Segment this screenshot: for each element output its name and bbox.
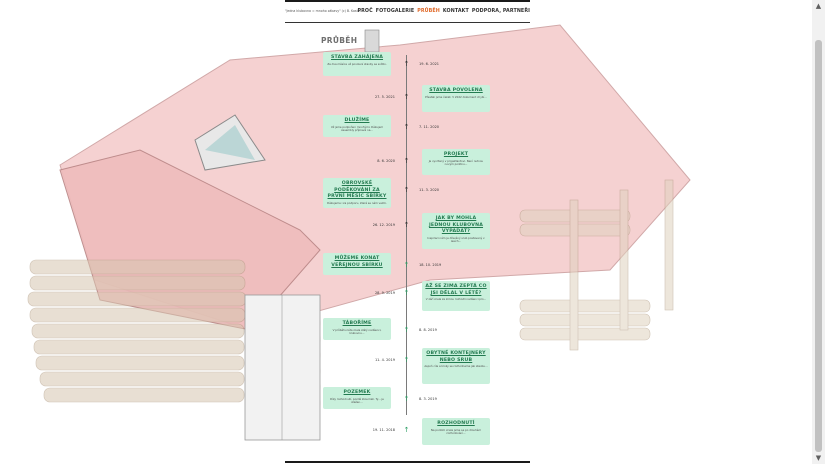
nav-item-prubeh[interactable]: PRŮBĚH	[417, 9, 440, 14]
timeline-date: 18. 10. 2019	[419, 263, 442, 267]
timeline-date: 8. 8. 2019	[419, 328, 437, 332]
timeline-card-text: Inspiraci nám je dřevěný srub postavený …	[427, 235, 485, 244]
timeline-date: 11. 3. 2020	[419, 188, 440, 192]
timeline-card-title[interactable]: POZEMEK	[343, 390, 371, 395]
timeline-date: 8. 6. 2020	[377, 159, 395, 163]
main-nav: PROČ FOTOGALERIE PRŮBĚH KONTAKT PODPORA,…	[358, 9, 531, 14]
arrow-up-icon: ↑	[403, 221, 410, 229]
timeline-card[interactable]: MŮŽEME KONAT VEŘEJNOU SBÍRKU	[323, 253, 391, 275]
scroll-thumb[interactable]	[815, 40, 822, 452]
arrow-up-icon: ↑	[403, 289, 410, 297]
top-divider	[285, 0, 530, 2]
timeline-card-title[interactable]: STAVBA ZAHÁJENA	[330, 55, 384, 60]
timeline-card-title[interactable]: PROJEKT	[443, 152, 469, 157]
brand-tagline: "Jedna klubovna = mnoho zábavy" (c) B. K…	[285, 9, 361, 13]
timeline-card-text: Přestali jsme čekat. V 2022 dokument chy…	[425, 94, 487, 99]
timeline-card-text: Za dva měsíce už povolení stavby se svít…	[327, 61, 387, 66]
timeline-card-title[interactable]: JAK BY MOHLA JEDNOU KLUBOVNA VYPADAT?	[428, 216, 484, 235]
vertical-scrollbar[interactable]: ▲ ▼	[812, 0, 825, 464]
timeline-card-text: V září zcela za zimou rozhodli nadšenci …	[425, 297, 487, 302]
timeline-card-text: Na podzim zcela jsme se po dlouhém rozho…	[430, 427, 482, 436]
bottom-divider	[285, 461, 530, 463]
timeline-card-text: Už jsme podpořeni mnohými. Děkujem Assem…	[330, 124, 384, 133]
timeline-date: 7. 11. 2020	[419, 125, 440, 129]
timeline-card[interactable]: OBROVSKÉ PODĚKOVÁNÍ ZA PRVNÍ MĚSÍC SBÍRK…	[323, 178, 391, 209]
timeline-date: 8. 3. 2019	[419, 397, 437, 401]
nav-divider	[285, 22, 530, 23]
timeline-card[interactable]: AŽ SE ZIMA ZEPTÁ CO JSI DĚLAL V LÉTĚ?V z…	[422, 281, 490, 311]
arrow-up-icon: ↑	[403, 186, 410, 194]
timeline-card-text: Je vyvrtaný v projektantovi. Není nutnou…	[428, 158, 484, 167]
scroll-down-icon[interactable]: ▼	[815, 454, 822, 462]
arrow-up-icon: ↑	[403, 356, 410, 364]
timeline-date: 19. 6. 2021	[419, 62, 440, 66]
timeline-card-title[interactable]: OBYTNÉ KONTEJNERY NEBO SRUB	[426, 351, 486, 363]
timeline-date: 19. 11. 2018	[372, 428, 395, 432]
nav-item-kontakt[interactable]: KONTAKT	[442, 9, 469, 14]
timeline-date: 28. 9. 2019	[374, 291, 395, 295]
nav-item-fotogalerie[interactable]: FOTOGALERIE	[375, 9, 415, 14]
arrow-up-icon: ↑	[403, 123, 410, 131]
scroll-up-icon[interactable]: ▲	[815, 2, 822, 10]
timeline-card-text: Aspoň cíle a kroky se rozhodneme jak sta…	[424, 364, 488, 369]
timeline-date: 11. 4. 2019	[374, 358, 395, 362]
page-title: PRŮBĚH	[321, 36, 358, 45]
timeline-card-text: Děkujeme i za podporu, která se nám velm…	[327, 200, 387, 205]
timeline-page: "Jedna klubovna = mnoho zábavy" (c) B. K…	[285, 0, 530, 464]
timeline-card-title[interactable]: AŽ SE ZIMA ZEPTÁ CO JSI DĚLAL V LÉTĚ?	[425, 284, 487, 296]
timeline-card-text: V průběhu léta zcela stálý nadšenci, klu…	[332, 327, 382, 336]
timeline-card-text: Díky rozhodnutí, pozdě zkoumali. Ty... j…	[330, 396, 384, 405]
timeline-card-title[interactable]: TÁBOŘÍME	[342, 321, 372, 326]
arrow-up-icon: ↑	[403, 157, 410, 165]
timeline-card-title[interactable]: ROZHODNUTÍ	[437, 421, 475, 426]
arrow-up-icon: ↑	[403, 60, 410, 68]
nav-item-podpora[interactable]: PODPORA, PARTNEŘI	[471, 9, 530, 14]
timeline-card[interactable]: JAK BY MOHLA JEDNOU KLUBOVNA VYPADAT?Ins…	[422, 213, 490, 249]
timeline-card-title[interactable]: DLUŽÍME	[344, 118, 370, 123]
nav-item-proc[interactable]: PROČ	[357, 9, 373, 14]
timeline-card-title[interactable]: STAVBA POVOLENA	[429, 88, 483, 93]
arrow-up-icon: ↑	[403, 326, 410, 334]
arrow-up-icon: ↑	[403, 261, 410, 269]
timeline-date: 26. 12. 2019	[372, 223, 395, 227]
timeline-card-title[interactable]: MŮŽEME KONAT VEŘEJNOU SBÍRKU	[331, 256, 383, 268]
timeline-card-title[interactable]: OBROVSKÉ PODĚKOVÁNÍ ZA PRVNÍ MĚSÍC SBÍRK…	[327, 181, 387, 200]
arrow-up-icon: ↑	[403, 395, 410, 403]
arrow-up-icon: ↑	[403, 93, 410, 101]
timeline-axis	[406, 55, 407, 415]
arrow-up-icon: ↑	[403, 426, 410, 434]
timeline-date: 27. 5. 2021	[374, 95, 395, 99]
